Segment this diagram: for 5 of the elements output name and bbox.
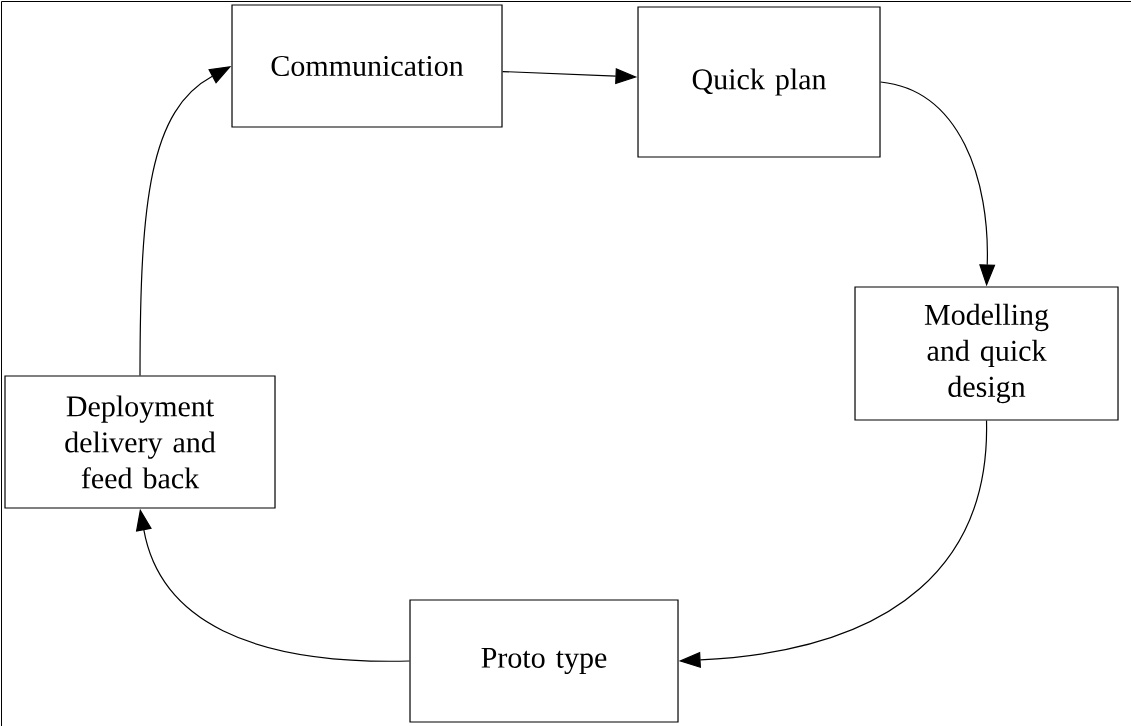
process-box: Deployment delivery and feed back (4, 375, 276, 509)
process-box: Quick plan (637, 6, 881, 158)
process-box: Communication (231, 4, 503, 128)
process-box: Modelling and quick design (854, 286, 1119, 421)
process-box: Proto type (409, 599, 679, 723)
